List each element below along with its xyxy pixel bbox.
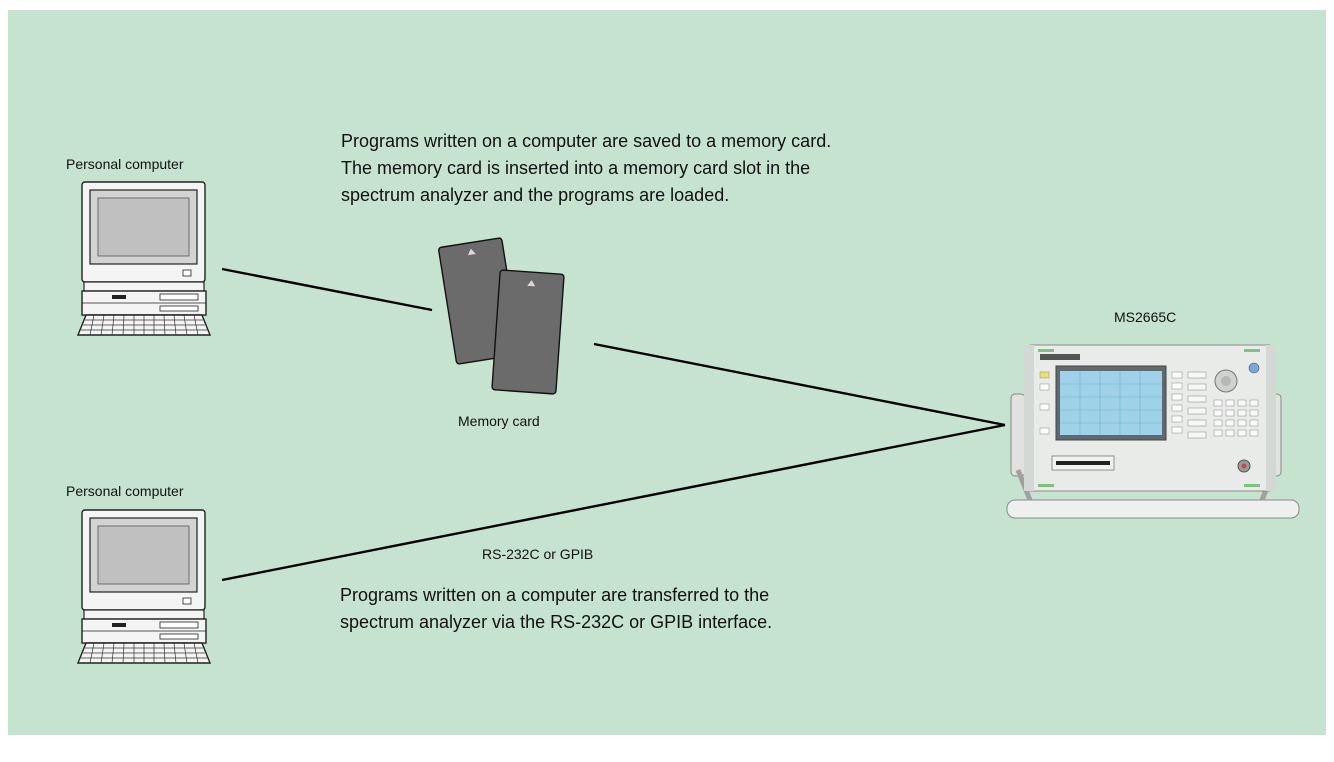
pc-bottom-label: Personal computer <box>66 483 184 499</box>
personal-computer-top-icon <box>77 181 211 336</box>
interface-label: RS-232C or GPIB <box>482 546 594 562</box>
device-label: MS2665C <box>1114 309 1177 325</box>
pc-to-analyzer-line <box>221 423 1006 582</box>
card-to-analyzer-line <box>593 342 1006 427</box>
memory-card-description-line-1: Programs written on a computer are saved… <box>341 131 832 151</box>
connector-lines <box>221 267 1006 582</box>
memory-card-icon <box>438 237 565 395</box>
interface-description-line-2: spectrum analyzer via the RS-232C or GPI… <box>340 612 773 632</box>
memory-card-description: Programs written on a computer are saved… <box>341 128 831 209</box>
spectrum-analyzer-icon <box>1006 344 1300 519</box>
pc-to-card-line <box>221 267 433 312</box>
interface-description: Programs written on a computer are trans… <box>340 582 772 636</box>
interface-description-line-1: Programs written on a computer are trans… <box>340 585 770 605</box>
memory-card-label: Memory card <box>458 413 540 429</box>
pc-top-label: Personal computer <box>66 156 184 172</box>
memory-card-description-line-3: spectrum analyzer and the programs are l… <box>341 185 730 205</box>
personal-computer-bottom-icon <box>77 509 211 664</box>
memory-card-description-line-2: The memory card is inserted into a memor… <box>341 158 811 178</box>
